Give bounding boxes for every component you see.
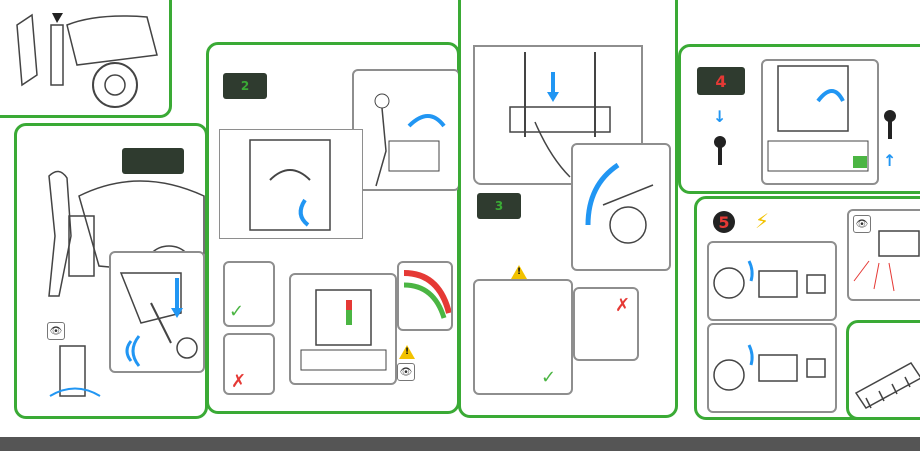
panel-car-lift bbox=[0, 0, 172, 118]
carrier-lock-illustration bbox=[509, 52, 611, 178]
detail-indicator-center bbox=[289, 273, 397, 385]
step-4-number: 4 bbox=[715, 71, 727, 91]
warning-icon: ! bbox=[511, 265, 527, 279]
panel-mounting: 👁 bbox=[14, 123, 208, 419]
step-badge-car-icons bbox=[122, 148, 184, 174]
sound-waves-icon bbox=[125, 335, 141, 367]
panel-step-2: 2 ✓ ✗ ! 👁 bbox=[206, 42, 460, 414]
key-icon bbox=[884, 110, 896, 139]
lifting-illustration bbox=[374, 93, 446, 187]
panel-step-3: 3 ! 👁 ✓ ✗ bbox=[458, 0, 678, 418]
inspect-eye-icon: 👁 bbox=[47, 322, 65, 340]
detail-towbar-coupling bbox=[109, 251, 205, 373]
step-2-badge: 2 bbox=[223, 73, 267, 99]
panel-carrier-folded bbox=[846, 320, 920, 420]
detail-light-check: 👁 bbox=[847, 209, 920, 301]
detail-correct-position: ✓ bbox=[223, 261, 275, 327]
detail-incorrect-wheel: ✗ bbox=[573, 287, 639, 361]
warning-mark: ! bbox=[405, 347, 410, 357]
warning-mark: ! bbox=[517, 267, 522, 277]
detail-tightening-handle bbox=[219, 129, 363, 239]
step-5-number: 5 bbox=[713, 211, 735, 233]
handle-illustration bbox=[249, 139, 331, 231]
light-rays-illustration bbox=[853, 230, 920, 292]
detail-lock-turn bbox=[761, 59, 879, 185]
detail-lifting-carrier bbox=[352, 69, 460, 191]
detail-indicator-zoom bbox=[397, 261, 453, 331]
carrier-folded-illustration bbox=[49, 345, 101, 397]
correct-check-icon: ✓ bbox=[229, 301, 245, 322]
inspect-eye-icon: 👁 bbox=[853, 215, 871, 233]
detail-correct-wheel: ✓ bbox=[473, 279, 573, 395]
coupling-illustration bbox=[119, 272, 198, 359]
step-3-number: 3 bbox=[494, 199, 504, 213]
plug-13pin-illustration bbox=[713, 344, 826, 391]
key-icon bbox=[714, 136, 726, 165]
inspect-eye-icon: 👁 bbox=[397, 363, 415, 381]
step-2-number: 2 bbox=[240, 79, 250, 93]
car-lift-illustration bbox=[16, 13, 158, 108]
detail-incorrect-position: ✗ bbox=[223, 333, 275, 395]
lock-turn-illustration bbox=[767, 65, 869, 172]
step-3-badge: 3 bbox=[477, 193, 521, 219]
panel-step-4: 4 ↓ ↑ bbox=[678, 44, 920, 194]
detail-plug-13pin bbox=[707, 323, 837, 413]
arrow-up-icon: ↑ bbox=[883, 151, 897, 170]
plug-7pin-illustration bbox=[713, 260, 826, 299]
indicator-zoom-illustration bbox=[403, 270, 451, 319]
warning-icon: ! bbox=[399, 345, 415, 359]
bottom-bar bbox=[0, 437, 920, 451]
correct-check-icon: ✓ bbox=[541, 367, 557, 388]
carrier-folded-illustration bbox=[854, 362, 920, 409]
lightning-icon: ⚡ bbox=[755, 209, 770, 233]
indicator-illustration bbox=[300, 289, 387, 371]
detail-plug-7pin bbox=[707, 241, 837, 321]
incorrect-cross-icon: ✗ bbox=[615, 295, 631, 316]
arrow-down-icon: ↓ bbox=[713, 107, 727, 126]
incorrect-cross-icon: ✗ bbox=[231, 371, 247, 392]
detail-knob-rotate bbox=[571, 143, 671, 271]
step-4-badge: 4 bbox=[697, 67, 745, 95]
knob-illustration bbox=[585, 162, 654, 244]
